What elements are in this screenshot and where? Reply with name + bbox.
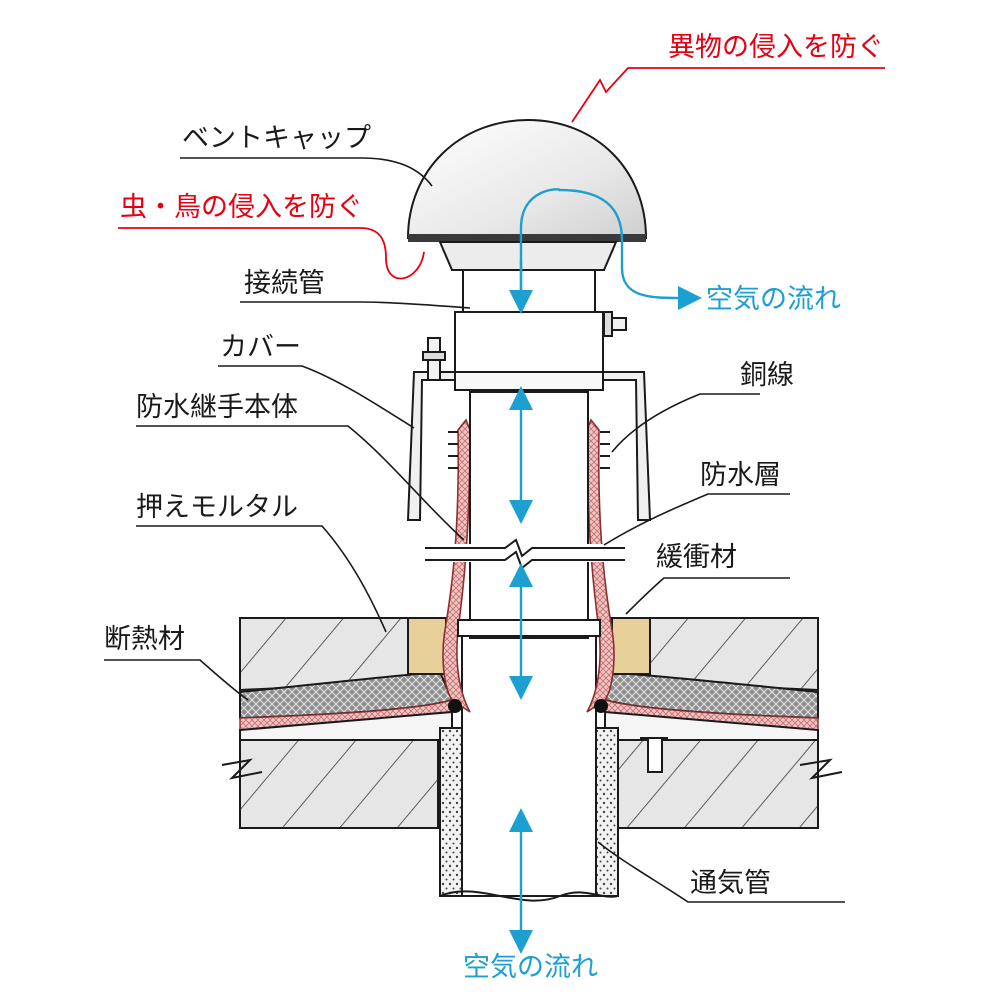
label-vent-cap: ベントキャップ [182, 123, 371, 154]
label-connection-pipe: 接続管 [244, 268, 325, 299]
vent-pipe-bore [461, 635, 597, 897]
label-joint-body: 防水継手本体 [136, 392, 298, 423]
buffer-block-left [407, 617, 447, 675]
label-insulation: 断熱材 [104, 624, 185, 655]
cover-left [406, 371, 456, 521]
pipe-break-bottom [439, 890, 619, 902]
sealant-right [594, 699, 608, 713]
vent-pipe-wall-right [595, 727, 619, 897]
copper-wire-left [448, 431, 458, 469]
copper-wire-right [600, 431, 610, 469]
label-airflow-bottom: 空気の流れ [463, 952, 598, 983]
leader-lines [104, 67, 885, 903]
bolt-left [422, 337, 446, 381]
buffer-block-right [611, 617, 651, 675]
vent-pipe [439, 635, 619, 902]
pipe-break-mid [425, 538, 625, 570]
cover [406, 311, 652, 521]
vent-cap-dome [406, 118, 648, 239]
connection-pipe [454, 257, 604, 373]
labels: 異物の侵入を防ぐ ベントキャップ 虫・鳥の侵入を防ぐ 接続管 空気の流れ カバー… [104, 32, 884, 983]
label-foreign-matter: 異物の侵入を防ぐ [668, 32, 884, 63]
label-mortar: 押えモルタル [136, 492, 298, 523]
break-mark-right [799, 758, 843, 780]
inner-pipe-flange [457, 619, 601, 637]
vent-cap-rim [408, 234, 646, 242]
label-vent-pipe: 通気管 [690, 868, 771, 899]
connection-pipe-socket [454, 311, 604, 373]
label-insects-birds: 虫・鳥の侵入を防ぐ [120, 192, 363, 223]
vent-cap [406, 118, 648, 271]
cover-right [602, 371, 652, 521]
airflow-arrows [509, 188, 702, 954]
concrete-slab-right [615, 739, 819, 829]
inner-pipe [469, 391, 589, 639]
airflow-cap-curve [519, 188, 702, 311]
label-cover: カバー [220, 332, 301, 363]
vent-pipe-wall-left [439, 727, 463, 897]
label-copper-wire: 銅線 [740, 360, 794, 391]
anchor-bolt [647, 737, 663, 773]
concrete-slab-left [239, 739, 439, 829]
sealant-left [448, 699, 462, 713]
break-mark-left [221, 758, 263, 780]
label-waterproof-layer: 防水層 [700, 460, 781, 491]
vent-cap-skirt [438, 241, 618, 271]
label-airflow-top: 空気の流れ [706, 284, 841, 315]
label-buffer: 緩衝材 [656, 542, 737, 573]
